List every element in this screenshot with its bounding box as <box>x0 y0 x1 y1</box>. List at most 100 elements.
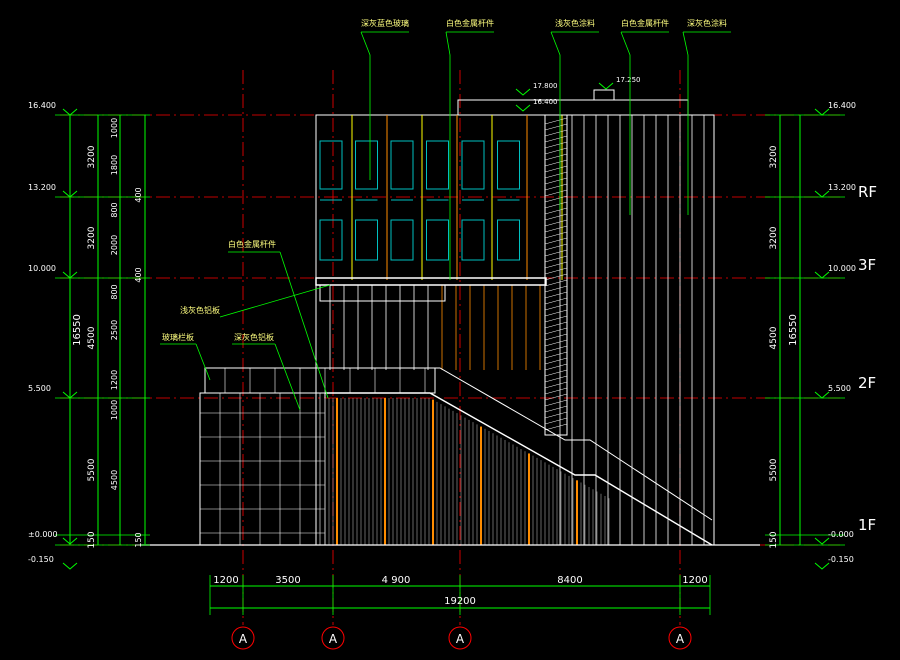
hatch <box>544 219 568 227</box>
hatch <box>544 339 568 347</box>
dim-inner: 2500 <box>110 320 119 340</box>
window-upper <box>497 140 520 190</box>
top-elevation: 16.400 <box>533 98 558 106</box>
axis-bubble <box>668 626 692 650</box>
hatch <box>544 201 568 209</box>
window-upper <box>319 140 343 190</box>
elevation-triangle <box>814 537 830 545</box>
bridge-band <box>315 277 547 286</box>
hatch <box>544 177 568 185</box>
elevation-triangle <box>62 391 78 399</box>
hatch <box>544 303 568 311</box>
hatch <box>544 423 568 431</box>
elevation-triangle <box>814 108 830 116</box>
dimension-lines: 16.40013.20010.0005.500±0.000-0.15016550… <box>28 76 877 615</box>
hatch <box>544 309 568 317</box>
hatch <box>544 399 568 407</box>
hatch <box>544 357 568 365</box>
hatch <box>544 279 568 287</box>
dim-inner: 2000 <box>110 235 119 255</box>
material-label: 白色金属杆件 <box>621 18 669 28</box>
hatch <box>544 297 568 305</box>
elevation-triangle <box>814 271 830 279</box>
elevation-triangle <box>62 190 78 198</box>
leader <box>445 31 451 280</box>
dim-outer: 16550 <box>788 314 799 346</box>
dim-inner: 400 <box>134 267 143 282</box>
axis-label: A <box>456 632 465 646</box>
elevation-value: -0.150 <box>28 555 54 564</box>
elevation-value: 10.000 <box>828 264 856 273</box>
roof-box <box>593 89 615 101</box>
hatch <box>544 183 568 191</box>
dim-mid: 3200 <box>87 145 97 168</box>
window-lower <box>355 219 378 261</box>
window-lower <box>319 219 343 261</box>
window-lower <box>461 219 485 261</box>
leader <box>550 31 561 210</box>
top-elevation: 17.250 <box>616 76 641 84</box>
hatch <box>544 363 568 371</box>
axis-bubble <box>321 626 345 650</box>
window-lower <box>390 219 414 261</box>
dim-inner: 1000 <box>110 118 119 138</box>
hatch <box>544 405 568 413</box>
stair-rail <box>330 367 713 521</box>
elevation-value: 16.400 <box>828 101 856 110</box>
floor-label: 2F <box>858 374 876 392</box>
dim-segment: 4 900 <box>382 575 411 586</box>
axis-label: A <box>676 632 685 646</box>
dim-mid: 4500 <box>769 326 779 349</box>
hatch <box>544 291 568 299</box>
window-upper <box>426 140 449 190</box>
tower-outline <box>315 114 715 546</box>
dim-total: 19200 <box>444 596 476 607</box>
material-label: 浅灰色涂料 <box>555 18 595 28</box>
floor-label: 1F <box>858 516 876 534</box>
elevation-value: 13.200 <box>28 183 56 192</box>
material-label: 白色金属杆件 <box>228 239 276 249</box>
elevation-triangle <box>515 88 531 96</box>
elevation-triangle <box>814 562 830 570</box>
hatch <box>544 393 568 401</box>
annotations: 深灰蓝色玻璃白色金属杆件浅灰色涂料白色金属杆件深灰色涂料白色金属杆件浅灰色铝板玻… <box>160 18 731 411</box>
hatch <box>544 237 568 245</box>
hatch <box>544 117 568 125</box>
floor-label: RF <box>858 183 877 201</box>
dim-mid: 3200 <box>769 145 779 168</box>
leader <box>219 284 331 318</box>
hatch <box>544 165 568 173</box>
elevation-triangle <box>62 537 78 545</box>
elevation-value: -0.000 <box>828 530 854 539</box>
top-elevation: 17.800 <box>533 82 558 90</box>
hatch <box>544 321 568 329</box>
axis-bubble <box>231 626 255 650</box>
dim-mid: 3200 <box>87 226 97 249</box>
leader <box>682 31 689 215</box>
dim-inner: 1200 <box>110 370 119 390</box>
elevation-value: 13.200 <box>828 183 856 192</box>
axis-label: A <box>239 632 248 646</box>
material-label: 浅灰色铝板 <box>180 305 220 315</box>
dim-inner: 1800 <box>110 155 119 175</box>
hatch <box>544 171 568 179</box>
window-upper <box>355 140 378 190</box>
hatch <box>544 315 568 323</box>
dim-mid: 150 <box>87 531 97 548</box>
dim-segment: 1200 <box>682 575 707 586</box>
hatch <box>544 387 568 395</box>
leader <box>360 31 371 180</box>
bridge-soffit <box>319 284 446 302</box>
hatch <box>544 381 568 389</box>
hatch <box>544 375 568 383</box>
stair-outline <box>325 392 713 546</box>
material-label: 玻璃栏板 <box>162 332 194 342</box>
podium <box>199 392 326 546</box>
leader <box>274 343 301 411</box>
elevation-value: 10.000 <box>28 264 56 273</box>
hatch <box>544 213 568 221</box>
hatch <box>544 249 568 257</box>
window-upper <box>390 140 414 190</box>
axis-bubble <box>448 626 472 650</box>
